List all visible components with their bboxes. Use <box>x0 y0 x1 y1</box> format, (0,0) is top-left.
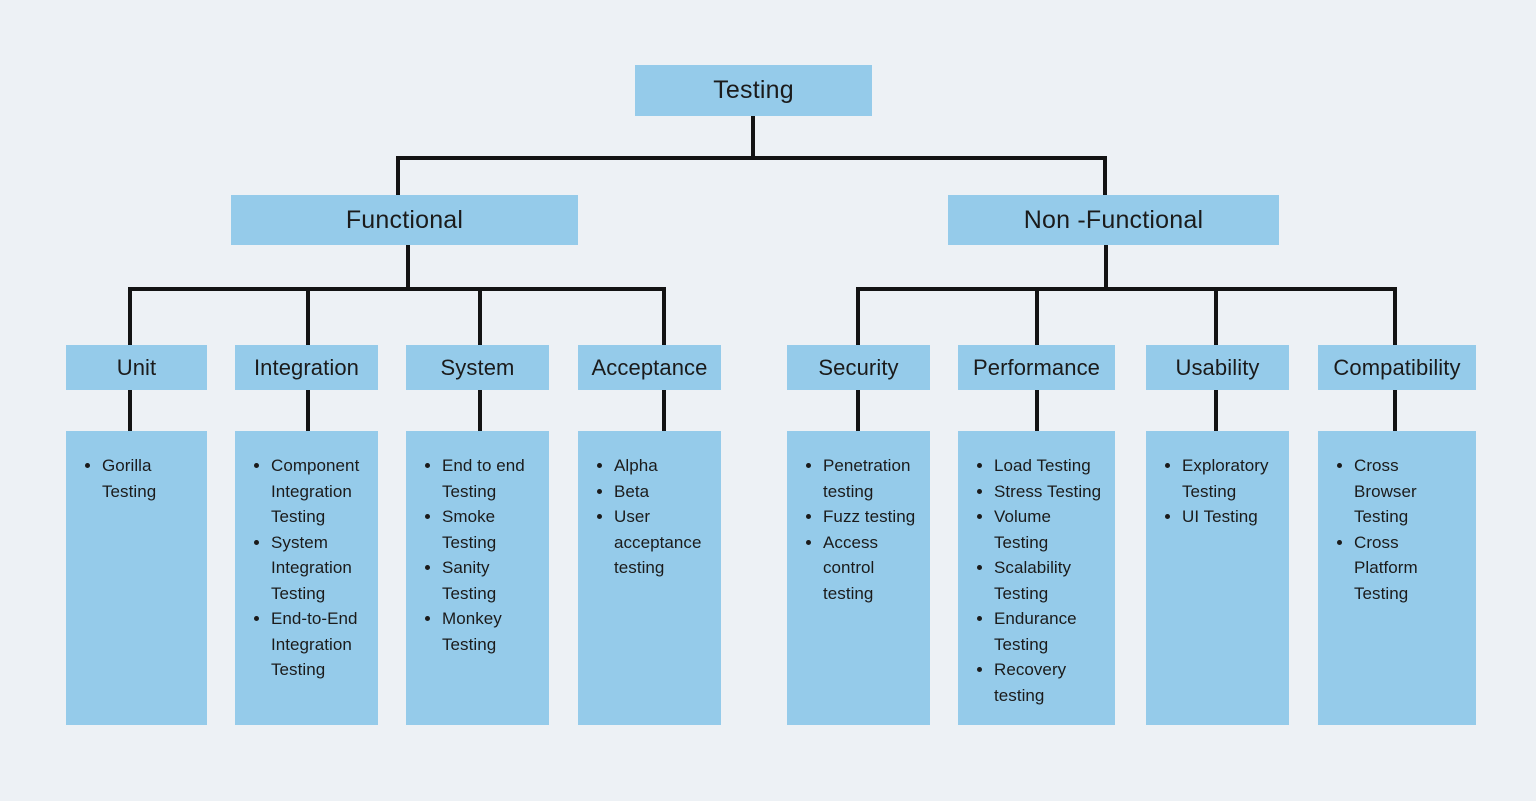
list-item: Access control testing <box>823 530 920 607</box>
node-header-system-label: System <box>440 354 515 380</box>
list-item: Alpha <box>614 453 711 479</box>
node-header-compatibility-label: Compatibility <box>1333 354 1461 380</box>
list-item: System Integration Testing <box>271 530 368 607</box>
panel-performance[interactable]: Load TestingStress TestingVolume Testing… <box>958 431 1115 725</box>
panel-system[interactable]: End to end TestingSmoke TestingSanity Te… <box>406 431 549 725</box>
list-item: Penetration testing <box>823 453 920 504</box>
node-header-integration[interactable]: Integration <box>235 345 378 390</box>
node-header-performance[interactable]: Performance <box>958 345 1115 390</box>
connector-non-functional-bus <box>856 287 1396 291</box>
list-item: Smoke Testing <box>442 504 539 555</box>
panel-usability-list: Exploratory TestingUI Testing <box>1182 453 1279 530</box>
panel-unit-list: Gorilla Testing <box>102 453 197 504</box>
node-testing[interactable]: Testing <box>635 65 872 116</box>
node-header-unit[interactable]: Unit <box>66 345 207 390</box>
panel-integration-list: Component Integration TestingSystem Inte… <box>271 453 368 683</box>
list-item: Cross Platform Testing <box>1354 530 1466 607</box>
connector-drop-usability <box>1214 287 1218 345</box>
connector-non-functional-stem <box>1104 245 1108 289</box>
connector-drop-performance <box>1035 287 1039 345</box>
list-item: Volume Testing <box>994 504 1105 555</box>
panel-usability[interactable]: Exploratory TestingUI Testing <box>1146 431 1289 725</box>
list-item: User acceptance testing <box>614 504 711 581</box>
connector-system-panel <box>478 390 482 431</box>
connector-root-stem <box>751 115 755 159</box>
connector-level1-bus <box>396 156 1107 160</box>
panel-performance-list: Load TestingStress TestingVolume Testing… <box>994 453 1105 708</box>
node-functional-label: Functional <box>345 205 464 234</box>
node-functional[interactable]: Functional <box>231 195 578 245</box>
panel-unit[interactable]: Gorilla Testing <box>66 431 207 725</box>
connector-functional-bus <box>128 287 666 291</box>
list-item: Sanity Testing <box>442 555 539 606</box>
node-header-integration-label: Integration <box>253 354 360 380</box>
list-item: Load Testing <box>994 453 1105 479</box>
list-item: Fuzz testing <box>823 504 920 530</box>
list-item: Gorilla Testing <box>102 453 197 504</box>
connector-drop-security <box>856 287 860 345</box>
connector-drop-unit <box>128 287 132 345</box>
list-item: Monkey Testing <box>442 606 539 657</box>
node-header-usability-label: Usability <box>1175 354 1260 380</box>
panel-security-list: Penetration testingFuzz testingAccess co… <box>823 453 920 606</box>
node-non-functional[interactable]: Non -Functional <box>948 195 1279 245</box>
list-item: Beta <box>614 479 711 505</box>
connector-acceptance-panel <box>662 390 666 431</box>
list-item: Exploratory Testing <box>1182 453 1279 504</box>
list-item: Cross Browser Testing <box>1354 453 1466 530</box>
node-header-usability[interactable]: Usability <box>1146 345 1289 390</box>
connector-security-panel <box>856 390 860 431</box>
connector-integration-panel <box>306 390 310 431</box>
panel-system-list: End to end TestingSmoke TestingSanity Te… <box>442 453 539 657</box>
node-header-acceptance[interactable]: Acceptance <box>578 345 721 390</box>
node-header-security-label: Security <box>818 354 899 380</box>
connector-drop-compatibility <box>1393 287 1397 345</box>
connector-performance-panel <box>1035 390 1039 431</box>
list-item: UI Testing <box>1182 504 1279 530</box>
node-header-unit-label: Unit <box>116 354 157 380</box>
connector-drop-non-functional <box>1103 156 1107 196</box>
panel-acceptance[interactable]: AlphaBetaUser acceptance testing <box>578 431 721 725</box>
list-item: Stress Testing <box>994 479 1105 505</box>
connector-usability-panel <box>1214 390 1218 431</box>
list-item: Scalability Testing <box>994 555 1105 606</box>
panel-integration[interactable]: Component Integration TestingSystem Inte… <box>235 431 378 725</box>
node-non-functional-label: Non -Functional <box>1023 205 1204 234</box>
node-header-security[interactable]: Security <box>787 345 930 390</box>
panel-acceptance-list: AlphaBetaUser acceptance testing <box>614 453 711 581</box>
connector-drop-system <box>478 287 482 345</box>
list-item: Component Integration Testing <box>271 453 368 530</box>
list-item: Recovery testing <box>994 657 1105 708</box>
node-header-performance-label: Performance <box>972 354 1101 380</box>
node-header-compatibility[interactable]: Compatibility <box>1318 345 1476 390</box>
connector-drop-integration <box>306 287 310 345</box>
connector-drop-acceptance <box>662 287 666 345</box>
list-item: End-to-End Integration Testing <box>271 606 368 683</box>
list-item: End to end Testing <box>442 453 539 504</box>
connector-unit-panel <box>128 390 132 431</box>
node-testing-label: Testing <box>713 76 794 104</box>
panel-compatibility[interactable]: Cross Browser TestingCross Platform Test… <box>1318 431 1476 725</box>
panel-security[interactable]: Penetration testingFuzz testingAccess co… <box>787 431 930 725</box>
list-item: Endurance Testing <box>994 606 1105 657</box>
connector-compatibility-panel <box>1393 390 1397 431</box>
connector-functional-stem <box>406 245 410 289</box>
panel-compatibility-list: Cross Browser TestingCross Platform Test… <box>1354 453 1466 606</box>
node-header-system[interactable]: System <box>406 345 549 390</box>
node-header-acceptance-label: Acceptance <box>591 354 708 380</box>
connector-drop-functional <box>396 156 400 196</box>
